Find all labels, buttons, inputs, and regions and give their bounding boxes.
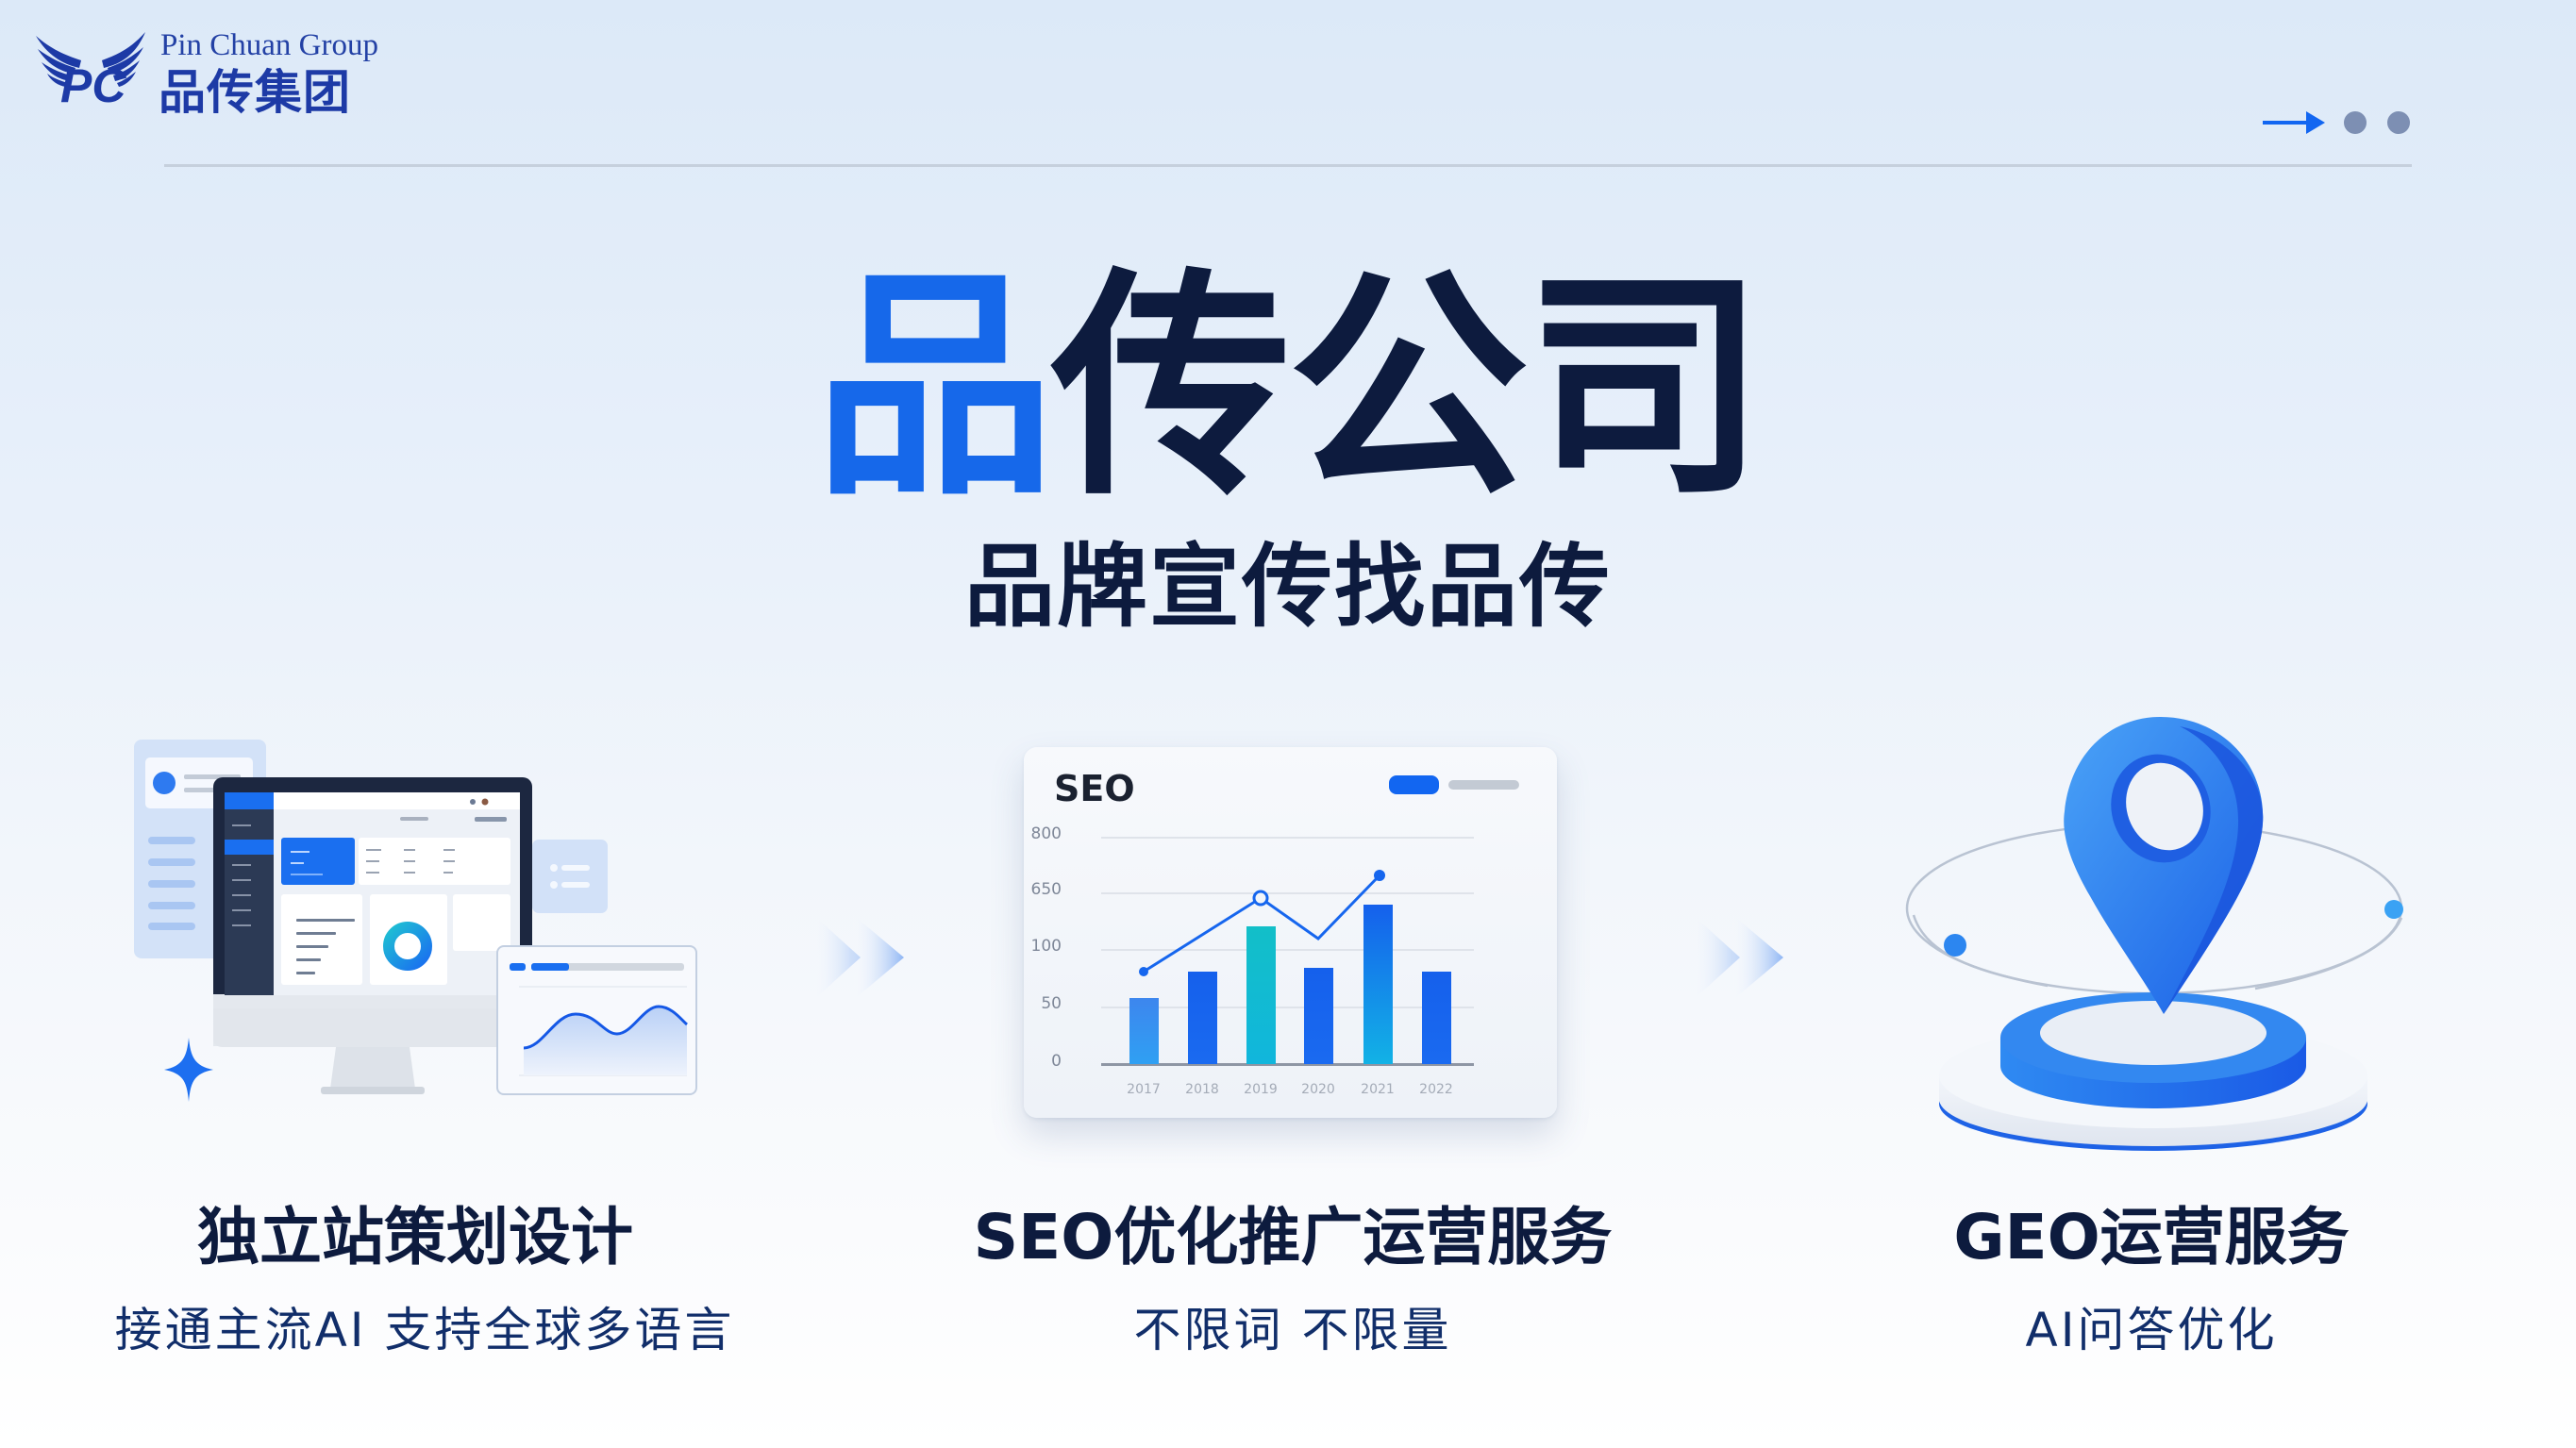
- y-tick: 50: [1041, 994, 1062, 1013]
- pager-dot-2: [2387, 111, 2410, 134]
- sparkle-icon: [164, 1038, 213, 1102]
- pager-dot-1: [2344, 111, 2367, 134]
- brand-name-english: Pin Chuan Group: [160, 28, 378, 62]
- brand-logo-icon: PC: [32, 26, 149, 112]
- location-pin-illustration: [1897, 703, 2416, 1156]
- service-title-seo: SEO优化推广运营服务: [973, 1201, 1613, 1273]
- service-desc-seo: 不限词 不限量: [1133, 1303, 1452, 1357]
- seo-bars-and-trend: [1129, 870, 1451, 1064]
- hero-title-accent: 品: [813, 248, 1055, 528]
- website-dashboard-illustration: [123, 726, 708, 1104]
- y-tick: 650: [1030, 880, 1062, 899]
- legend-swatch-inactive: [1448, 780, 1519, 790]
- gridline: [1101, 837, 1474, 839]
- x-tick: 2018: [1185, 1082, 1219, 1097]
- service-desc-website: 接通主流AI 支持全球多语言: [114, 1303, 735, 1357]
- hero-title-rest: 传公司: [1051, 248, 1765, 528]
- seo-chart-card: SEO 800 650 100 50 0 2017 2018 2019 2020…: [1024, 747, 1557, 1118]
- double-chevron-right-icon: [1681, 906, 1785, 1009]
- header-divider: [164, 164, 2412, 167]
- x-tick: 2019: [1244, 1082, 1278, 1097]
- x-tick: 2022: [1419, 1082, 1453, 1097]
- x-axis: [1101, 1063, 1474, 1066]
- legend-swatch-active: [1389, 775, 1439, 794]
- x-tick: 2017: [1127, 1082, 1161, 1097]
- y-tick: 0: [1051, 1052, 1062, 1071]
- y-tick: 100: [1030, 937, 1062, 956]
- x-tick: 2021: [1361, 1082, 1395, 1097]
- seo-card-title: SEO: [1054, 768, 1135, 809]
- gridline: [1101, 1007, 1474, 1008]
- x-tick: 2020: [1301, 1082, 1335, 1097]
- slide-pager[interactable]: [2261, 108, 2421, 138]
- arrow-right-icon: [2263, 111, 2325, 134]
- double-chevron-right-icon: [802, 906, 906, 1009]
- hero-title: 品传公司: [0, 247, 2576, 530]
- service-title-website: 独立站策划设计: [197, 1201, 633, 1273]
- hero-subtitle: 品牌宣传找品传: [964, 534, 1612, 640]
- service-title-geo: GEO运营服务: [1953, 1201, 2350, 1273]
- service-desc-geo: AI问答优化: [2025, 1303, 2278, 1357]
- y-tick: 800: [1030, 824, 1062, 843]
- gridline: [1101, 892, 1474, 894]
- gridline: [1101, 949, 1474, 951]
- svg-text:PC: PC: [60, 59, 126, 108]
- brand-name-chinese: 品传集团: [159, 65, 351, 120]
